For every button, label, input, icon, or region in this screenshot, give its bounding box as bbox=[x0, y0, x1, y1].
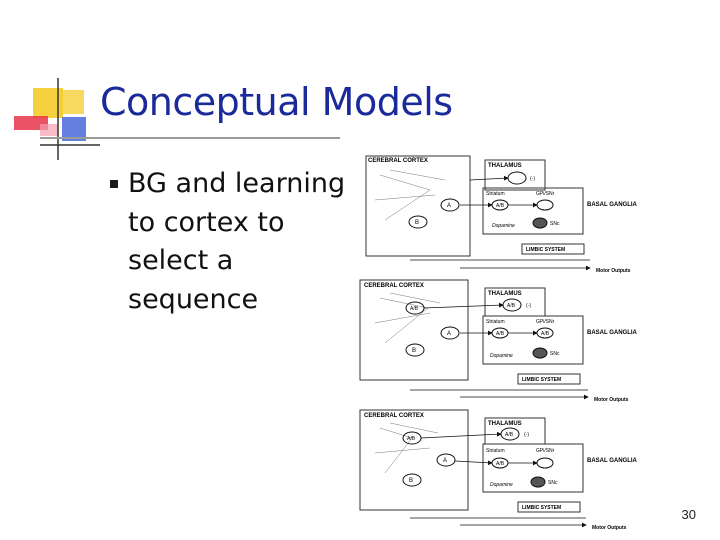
node-ab-cortex-label: A/B bbox=[407, 436, 416, 442]
cortex-label: CEREBRAL CORTEX bbox=[364, 283, 424, 289]
thalamus-box bbox=[484, 159, 546, 191]
node-a bbox=[440, 326, 460, 340]
bullet-text: BG and learning to cortex to select a se… bbox=[128, 168, 346, 315]
thalamus-label: THALAMUS bbox=[488, 291, 522, 297]
striatum-node-label: A/B bbox=[496, 203, 505, 209]
thalamus-label: THALAMUS bbox=[488, 421, 522, 427]
node-b bbox=[408, 215, 428, 229]
cortex-label: CEREBRAL CORTEX bbox=[368, 158, 428, 164]
node-b-label: B bbox=[415, 220, 419, 226]
striatum-label: Striatum bbox=[486, 319, 505, 325]
thalamus-node-label: A/B bbox=[507, 303, 516, 309]
node-b-label: B bbox=[409, 478, 413, 484]
thalamus-node-label: A/B bbox=[505, 432, 514, 438]
thalamus-sign: (-) bbox=[530, 176, 535, 182]
striatum-node-label: A/B bbox=[496, 461, 505, 467]
motor-label: Motor Outputs bbox=[594, 397, 629, 403]
limbic-label: LIMBIC SYSTEM bbox=[522, 505, 561, 511]
diagram-panel-1: CEREBRAL CORTEX THALAMUS (-) Striatum GP… bbox=[365, 155, 638, 274]
snc-node bbox=[532, 347, 548, 359]
node-a bbox=[440, 198, 460, 212]
dopamine-label: Dopamine bbox=[490, 353, 513, 359]
striatum-label: Striatum bbox=[486, 191, 505, 197]
page-number: 30 bbox=[681, 507, 696, 522]
cortex-box bbox=[365, 155, 471, 257]
thalamus-sign: (-) bbox=[524, 432, 529, 438]
bg-label: BASAL GANGLIA bbox=[587, 458, 638, 464]
limbic-box bbox=[517, 501, 581, 513]
snc-node bbox=[532, 217, 548, 229]
node-a-label: A bbox=[447, 203, 451, 209]
limbic-box bbox=[517, 373, 581, 385]
node-b-label: B bbox=[412, 348, 416, 354]
slide-title: Conceptual Models bbox=[100, 80, 453, 124]
cortex-box bbox=[359, 409, 469, 511]
gpi-node bbox=[536, 457, 554, 469]
motor-label: Motor Outputs bbox=[596, 268, 631, 274]
snc-label: SNc bbox=[550, 221, 560, 227]
thalamus-node bbox=[507, 171, 527, 185]
node-b bbox=[405, 343, 425, 357]
bg-label: BASAL GANGLIA bbox=[587, 330, 638, 336]
gpi-node-label: A/B bbox=[541, 331, 550, 337]
motor-label: Motor Outputs bbox=[592, 525, 627, 531]
thalamus-label: THALAMUS bbox=[488, 163, 522, 169]
title-underline bbox=[40, 137, 340, 139]
snc-node bbox=[530, 476, 546, 488]
dopamine-label: Dopamine bbox=[492, 223, 515, 229]
striatum-label: Striatum bbox=[486, 448, 505, 454]
cortex-label: CEREBRAL CORTEX bbox=[364, 413, 424, 419]
node-a-label: A bbox=[447, 331, 451, 337]
diagram-panel-3: CEREBRAL CORTEX THALAMUS A/B (-) Striatu… bbox=[359, 409, 638, 531]
node-a-label: A bbox=[443, 458, 447, 464]
node-b bbox=[402, 473, 422, 487]
bg-box bbox=[482, 187, 584, 235]
thalamus-sign: (-) bbox=[526, 303, 531, 309]
bg-box bbox=[482, 443, 584, 493]
limbic-label: LIMBIC SYSTEM bbox=[522, 377, 561, 383]
striatum-node-label: A/B bbox=[496, 331, 505, 337]
bg-label: BASAL GANGLIA bbox=[587, 202, 638, 208]
bullet-marker-icon bbox=[110, 180, 118, 188]
dopamine-label: Dopamine bbox=[490, 482, 513, 488]
basal-ganglia-diagram: CEREBRAL CORTEX THALAMUS (-) Striatum GP… bbox=[359, 155, 638, 531]
gpi-label: GPi/SNr bbox=[536, 319, 555, 325]
node-a bbox=[436, 453, 456, 467]
node-ab-cortex-label: A/B bbox=[410, 306, 419, 312]
diagram-panel-2: CEREBRAL CORTEX THALAMUS A/B (-) Striatu… bbox=[359, 279, 638, 403]
snc-label: SNc bbox=[548, 480, 558, 486]
slide-logo-icon bbox=[14, 78, 100, 160]
gpi-label: GPi/SNr bbox=[536, 448, 555, 454]
gpi-node bbox=[536, 199, 554, 211]
limbic-box bbox=[521, 243, 585, 255]
snc-label: SNc bbox=[550, 351, 560, 357]
cortex-box bbox=[359, 279, 469, 381]
limbic-label: LIMBIC SYSTEM bbox=[526, 247, 565, 253]
gpi-label: GPi/SNr bbox=[536, 191, 555, 197]
bg-box bbox=[482, 315, 584, 365]
